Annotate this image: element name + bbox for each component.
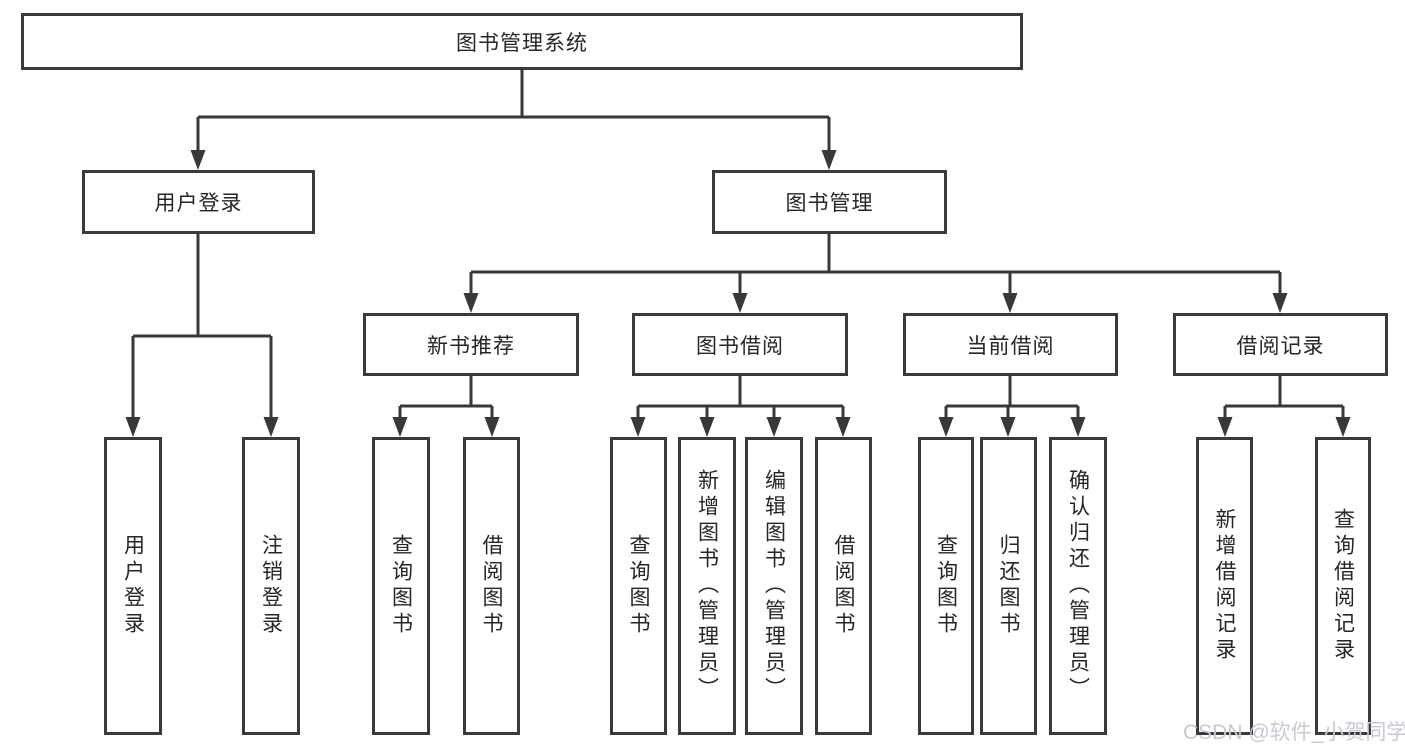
leaf-records-add-record-label: 新增借阅记录 (1213, 508, 1236, 664)
leaf-borrowing-borrow-books-label: 借阅图书 (832, 534, 855, 638)
leaf-current-confirm-return-admin-label: 确认归还（管理员） (1066, 469, 1090, 703)
leaf-borrowing-edit-books-admin-label: 编辑图书（管理员） (762, 469, 786, 703)
node-library-system-label: 图书管理系统 (456, 31, 588, 55)
node-new-book-recommend: 新书推荐 (363, 313, 579, 376)
arrowheads (125, 150, 1351, 437)
leaf-borrowing-add-books-admin: 新增图书（管理员） (678, 437, 736, 735)
leaf-current-return-books: 归还图书 (980, 437, 1037, 735)
csdn-watermark: CSDN @软件_小贺同学 (1183, 721, 1405, 744)
leaf-logout-label: 注销登录 (259, 534, 283, 638)
node-user-login: 用户登录 (82, 170, 315, 234)
leaf-borrowing-edit-books-admin: 编辑图书（管理员） (745, 437, 803, 735)
node-user-login-label: 用户登录 (154, 192, 243, 215)
leaf-current-query-books: 查询图书 (918, 437, 974, 735)
leaf-current-confirm-return-admin: 确认归还（管理员） (1049, 437, 1107, 735)
node-book-management: 图书管理 (712, 170, 947, 234)
leaf-newbook-borrow-books-label: 借阅图书 (480, 534, 503, 638)
leaf-borrowing-query-books: 查询图书 (610, 437, 667, 735)
leaf-user-login-label: 用户登录 (121, 534, 145, 638)
node-book-borrowing-label: 图书借阅 (696, 334, 784, 358)
node-library-system: 图书管理系统 (21, 13, 1023, 70)
leaf-logout: 注销登录 (242, 437, 300, 735)
leaf-newbook-borrow-books: 借阅图书 (463, 437, 520, 735)
leaf-borrowing-add-books-admin-label: 新增图书（管理员） (695, 469, 719, 703)
node-borrowing-records: 借阅记录 (1173, 313, 1388, 376)
leaf-records-query-record: 查询借阅记录 (1315, 437, 1371, 735)
node-book-management-label: 图书管理 (785, 192, 874, 215)
leaf-records-query-record-label: 查询借阅记录 (1331, 508, 1355, 664)
leaf-current-query-books-label: 查询图书 (934, 534, 958, 638)
node-borrowing-records-label: 借阅记录 (1236, 334, 1325, 358)
leaf-current-return-books-label: 归还图书 (997, 534, 1020, 638)
node-new-book-recommend-label: 新书推荐 (427, 334, 515, 358)
leaf-newbook-query-books-label: 查询图书 (389, 534, 413, 638)
node-current-borrowing: 当前借阅 (903, 313, 1118, 376)
leaf-user-login: 用户登录 (104, 437, 162, 735)
leaf-borrowing-query-books-label: 查询图书 (627, 534, 650, 638)
node-current-borrowing-label: 当前借阅 (966, 334, 1055, 358)
node-book-borrowing: 图书借阅 (632, 313, 848, 376)
leaf-borrowing-borrow-books: 借阅图书 (815, 437, 872, 735)
leaf-newbook-query-books: 查询图书 (372, 437, 430, 735)
leaf-records-add-record: 新增借阅记录 (1196, 437, 1253, 735)
